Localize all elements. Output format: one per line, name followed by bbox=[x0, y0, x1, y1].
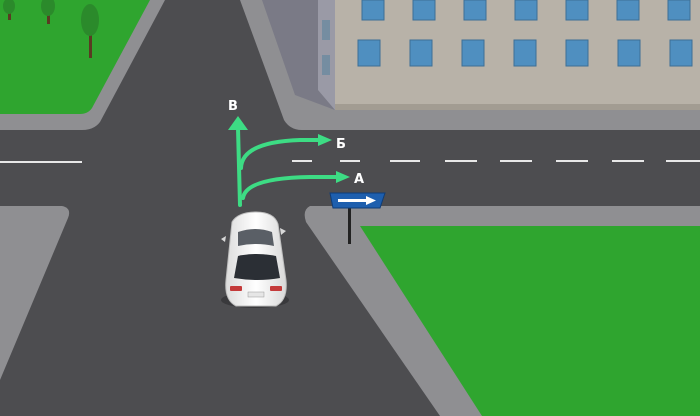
sidewalk-bottom-right bbox=[304, 206, 700, 416]
tree-icon bbox=[3, 0, 99, 58]
route-arrow-b bbox=[239, 138, 322, 170]
sidewalk-bottom-left bbox=[0, 206, 70, 380]
grass-bottom-right bbox=[360, 226, 700, 416]
car bbox=[221, 211, 289, 308]
building bbox=[262, 0, 700, 110]
window-grid bbox=[357, 0, 693, 67]
route-label-a: А bbox=[354, 172, 365, 187]
sidewalk-top-left bbox=[0, 0, 165, 130]
route-arrow-c bbox=[236, 126, 242, 207]
route-arrows bbox=[236, 126, 340, 207]
one-way-sign bbox=[329, 192, 386, 244]
route-label-b: Б bbox=[336, 137, 346, 152]
arrow-right-icon bbox=[338, 196, 376, 205]
grass-top-left bbox=[0, 0, 150, 114]
arrowheads bbox=[228, 116, 350, 183]
lane-markings bbox=[0, 160, 700, 163]
route-arrow-a bbox=[241, 175, 340, 200]
route-label-c: В bbox=[228, 99, 238, 114]
